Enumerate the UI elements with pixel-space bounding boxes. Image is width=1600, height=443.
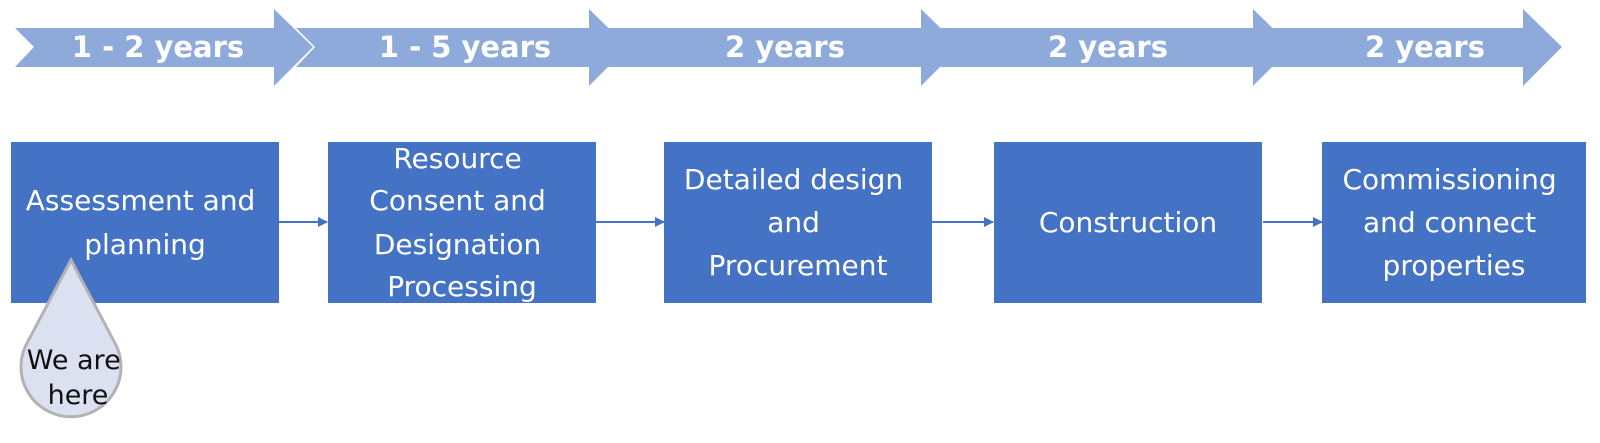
stage-label-line: Procurement <box>709 249 888 282</box>
stage-construction: Construction <box>994 142 1262 303</box>
stage-box <box>1322 142 1586 303</box>
stage-label-line: and <box>767 206 820 239</box>
stage-detailed-design: Detailed design and Procurement <box>664 142 932 303</box>
stage-label-line: Assessment and <box>26 184 256 217</box>
chevron-phase-1: 1 - 2 years <box>15 9 313 86</box>
stage-box <box>328 142 596 303</box>
location-marker-pin <box>19 256 123 419</box>
chevron-shape <box>15 9 313 86</box>
stage-commissioning: Commissioning and connect properties <box>1322 142 1586 303</box>
chevron-shape <box>608 9 960 86</box>
stage-label-line: Construction <box>1039 206 1217 239</box>
chevron-shape <box>296 9 628 86</box>
location-marker-line: We are <box>27 345 121 376</box>
stage-assessment-planning: Assessment and planning <box>11 142 279 303</box>
stage-label-line: Designation <box>374 228 541 261</box>
chevron-duration-label: 1 - 2 years <box>72 30 244 64</box>
stage-label: Commissioning and connect properties <box>1342 163 1565 282</box>
stage-boxes: Assessment and planning Resource Consent… <box>11 142 1586 303</box>
stage-box <box>994 142 1262 303</box>
stage-label-line: Processing <box>387 270 537 303</box>
location-marker-line: here <box>48 380 109 411</box>
chevron-duration-label: 2 years <box>1048 30 1168 64</box>
chevron-shape <box>1272 9 1562 86</box>
stage-label: Assessment and planning <box>26 184 264 261</box>
stage-label-line: planning <box>84 228 206 261</box>
chevron-phase-3: 2 years <box>608 9 960 86</box>
stage-label: Resource Consent and Designation Process… <box>369 142 554 303</box>
chevron-phase-5: 2 years <box>1272 9 1562 86</box>
chevron-duration-label: 1 - 5 years <box>379 30 551 64</box>
stage-label: Construction <box>1039 206 1217 239</box>
stage-label-line: Detailed design <box>684 163 903 196</box>
stage-label-line: Consent and <box>369 184 546 217</box>
location-marker-label: We are here <box>27 345 130 411</box>
chevron-duration-label: 2 years <box>1365 30 1485 64</box>
stage-label-line: Resource <box>393 142 521 175</box>
timeline-chevrons: 1 - 2 years 1 - 5 years 2 years 2 years … <box>15 9 1562 86</box>
stage-label: Detailed design and Procurement <box>684 163 912 282</box>
stage-box <box>11 142 279 303</box>
chevron-shape <box>940 9 1292 86</box>
stage-box <box>664 142 932 303</box>
chevron-phase-4: 2 years <box>940 9 1292 86</box>
stage-label-line: and connect <box>1363 206 1536 239</box>
location-marker: We are here <box>19 256 130 419</box>
stage-resource-consent: Resource Consent and Designation Process… <box>328 142 596 303</box>
stage-label-line: Commissioning <box>1342 163 1556 196</box>
chevron-phase-2: 1 - 5 years <box>296 9 628 86</box>
stage-label-line: properties <box>1383 249 1526 282</box>
chevron-duration-label: 2 years <box>725 30 845 64</box>
